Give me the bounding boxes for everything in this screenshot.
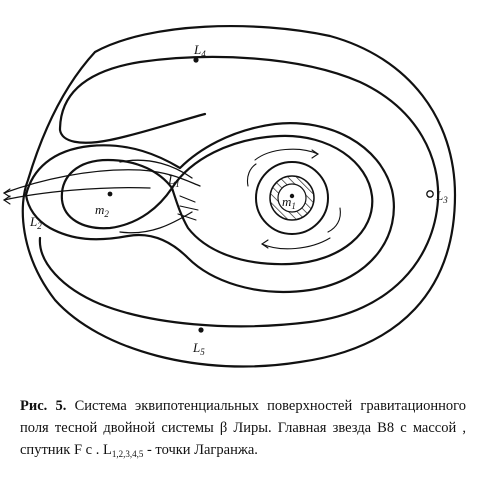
m1-center — [289, 193, 295, 199]
l5-label: L5 — [192, 340, 205, 357]
l3-point — [426, 190, 434, 198]
flow-arrows-m1 — [246, 148, 341, 250]
caption-subscript: 1,2,3,4,5 — [111, 449, 144, 459]
caption-label: Рис. 5. — [20, 398, 67, 414]
l4-point — [193, 57, 199, 63]
caption-text-1: Система эквипотенциальных поверхностей г… — [20, 398, 466, 458]
l5-point — [198, 327, 204, 333]
l3-label: L3 — [435, 188, 448, 205]
figure-eight-outer — [24, 122, 395, 294]
lobe-m1 — [170, 134, 374, 266]
stream-lines — [3, 159, 201, 234]
l1-label: L1 — [167, 172, 180, 189]
m1-label: m1 — [282, 194, 296, 211]
equipotential-figure: L1 L2 L3 L4 L5 m2 m1 — [3, 25, 457, 368]
figure-caption: Рис. 5. Система эквипотенциальных поверх… — [20, 395, 466, 461]
l2-label: L2 — [29, 214, 42, 231]
l4-label: L4 — [193, 42, 206, 59]
outer-contour — [21, 25, 457, 368]
second-contour — [38, 55, 440, 328]
m2-label: m2 — [95, 202, 109, 219]
m2-center — [107, 191, 113, 197]
caption-text-2: - точки Лагранжа. — [143, 442, 258, 458]
